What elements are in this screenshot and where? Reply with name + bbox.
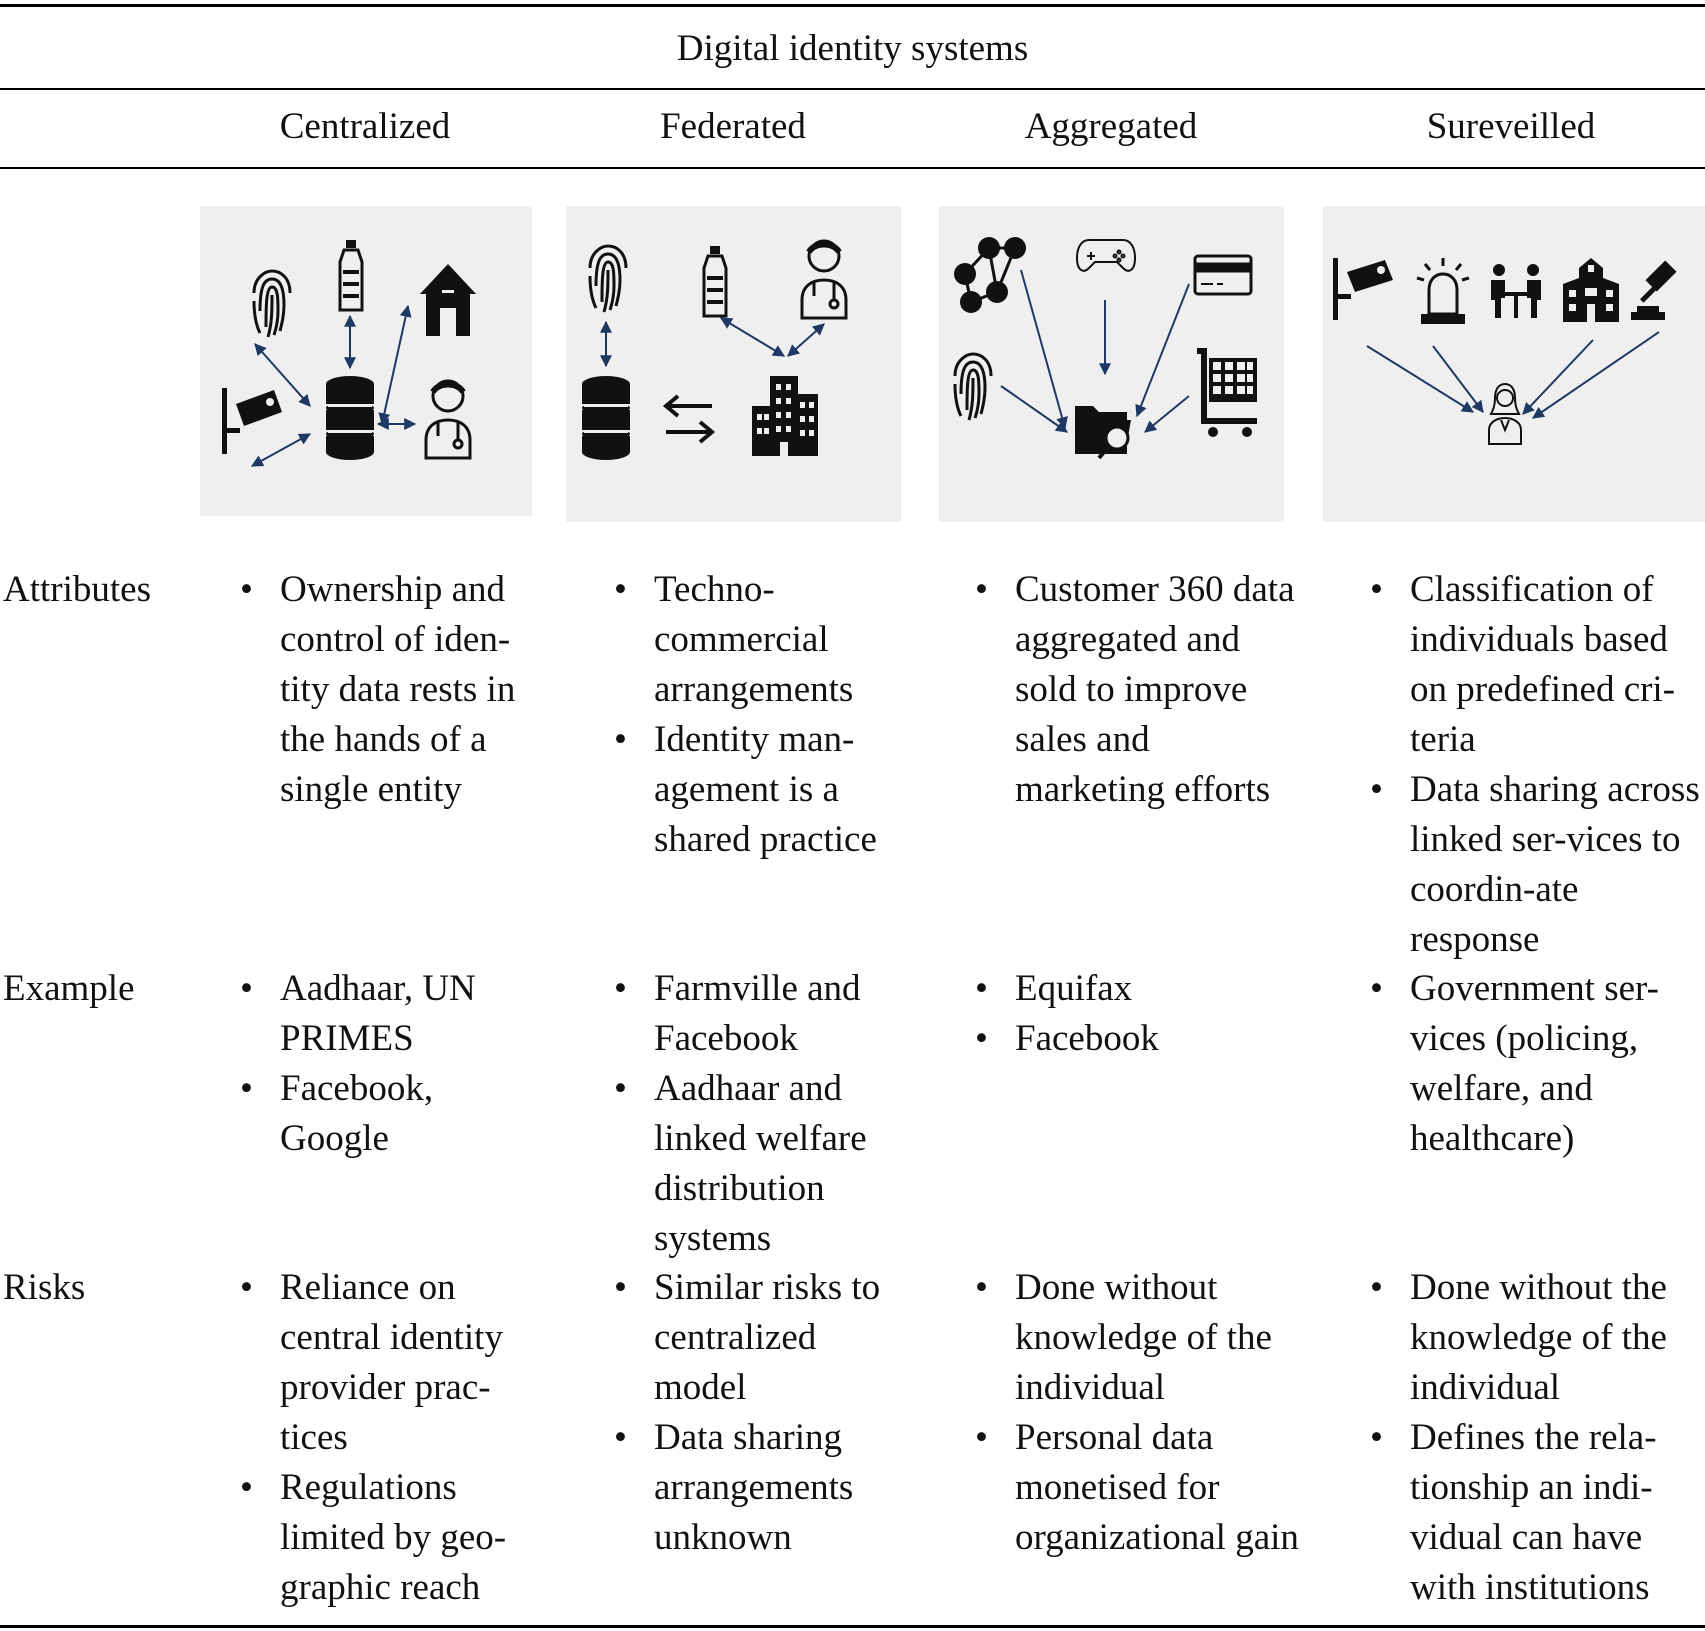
risks-aggregated-cell: Done without knowledge of the individual…: [975, 1263, 1305, 1563]
column-header-federated: Federated: [660, 106, 806, 147]
list-item: Ownership and control of iden-tity data …: [240, 565, 550, 815]
school-icon: [1563, 258, 1619, 322]
list-item: Facebook: [975, 1014, 1305, 1064]
attributes-centralized-cell: Ownership and control of iden-tity data …: [240, 565, 550, 815]
list-item: Government ser-vices (policing, welfare,…: [1370, 964, 1703, 1164]
doctor-icon: [800, 239, 848, 320]
example-centralized-cell: Aadhaar, UN PRIMES Facebook, Google: [240, 964, 550, 1164]
shopping-cart-icon: [1197, 348, 1257, 437]
list-item: Data sharing across linked ser-vices to …: [1370, 765, 1703, 965]
list-item: Defines the rela-tionship an indi-vidual…: [1370, 1413, 1703, 1613]
example-surveilled-cell: Government ser-vices (policing, welfare,…: [1370, 964, 1703, 1164]
list-item: Reliance on central identity provider pr…: [240, 1263, 550, 1463]
water-bottle-icon: [338, 240, 364, 312]
risks-centralized-cell: Reliance on central identity provider pr…: [240, 1263, 550, 1613]
list-item: Identity man-agement is a shared practic…: [614, 715, 914, 865]
credit-card-icon: [1193, 254, 1253, 296]
example-aggregated-cell: Equifax Facebook: [975, 964, 1305, 1064]
list-item: Data sharing arrangements unknown: [614, 1413, 914, 1563]
fingerprint-icon: [588, 244, 628, 313]
office-buildings-icon: [752, 376, 818, 456]
social-network-icon: [954, 237, 1026, 313]
list-item: Facebook, Google: [240, 1064, 550, 1164]
bottom-rule: [0, 1625, 1705, 1628]
column-header-centralized: Centralized: [279, 106, 451, 147]
exchange-arrows-icon: [662, 394, 716, 444]
column-header-surveilled: Sureveilled: [1426, 106, 1596, 147]
house-icon: [420, 264, 476, 336]
gavel-icon: [1631, 260, 1677, 320]
list-item: Done without the knowledge of the indivi…: [1370, 1263, 1703, 1413]
surveilled-illustration: [1323, 206, 1705, 522]
list-item: Classification of individuals based on p…: [1370, 565, 1703, 765]
fingerprint-icon: [953, 352, 993, 421]
list-item: Regulations limited by geo-graphic reach: [240, 1463, 550, 1613]
list-item: Similar risks to centralized model: [614, 1263, 914, 1413]
table-title: Digital identity systems: [676, 28, 1029, 69]
doctor-icon: [424, 379, 472, 460]
cctv-camera-icon: [222, 388, 282, 454]
risks-surveilled-cell: Done without the knowledge of the indivi…: [1370, 1263, 1703, 1613]
list-item: Aadhaar, UN PRIMES: [240, 964, 550, 1064]
cctv-camera-icon: [1333, 258, 1393, 320]
centralized-illustration: [200, 206, 532, 516]
fingerprint-icon: [252, 269, 292, 338]
meeting-icon: [1491, 264, 1541, 318]
header-rule: [0, 167, 1705, 169]
federated-illustration: [566, 206, 901, 522]
water-bottle-icon: [702, 246, 728, 318]
column-header-aggregated: Aggregated: [1024, 106, 1198, 147]
title-rule: [0, 88, 1705, 90]
list-item: Farmville and Facebook: [614, 964, 914, 1064]
example-federated-cell: Farmville and Facebook Aadhaar and linke…: [614, 964, 914, 1264]
risks-federated-cell: Similar risks to centralized model Data …: [614, 1263, 914, 1563]
gamepad-icon: [1075, 239, 1137, 272]
row-label-example: Example: [3, 968, 135, 1009]
list-item: Equifax: [975, 964, 1305, 1014]
database-icon: [326, 376, 374, 460]
top-rule: [0, 4, 1705, 7]
row-label-risks: Risks: [3, 1267, 86, 1308]
aggregated-illustration: [939, 206, 1284, 522]
person-icon: [1488, 382, 1522, 445]
list-item: Customer 360 data aggregated and sold to…: [975, 565, 1305, 815]
list-item: Techno-commercial arrangements: [614, 565, 914, 715]
attributes-surveilled-cell: Classification of individuals based on p…: [1370, 565, 1703, 965]
attributes-federated-cell: Techno-commercial arrangements Identity …: [614, 565, 914, 865]
row-label-attributes: Attributes: [3, 569, 151, 610]
list-item: Done without knowledge of the individual: [975, 1263, 1305, 1413]
list-item: Personal data monetised for organization…: [975, 1413, 1305, 1563]
siren-icon: [1416, 258, 1470, 324]
folder-search-icon: [1075, 406, 1131, 460]
attributes-aggregated-cell: Customer 360 data aggregated and sold to…: [975, 565, 1305, 815]
database-icon: [582, 376, 630, 460]
list-item: Aadhaar and linked welfare distribution …: [614, 1064, 914, 1264]
